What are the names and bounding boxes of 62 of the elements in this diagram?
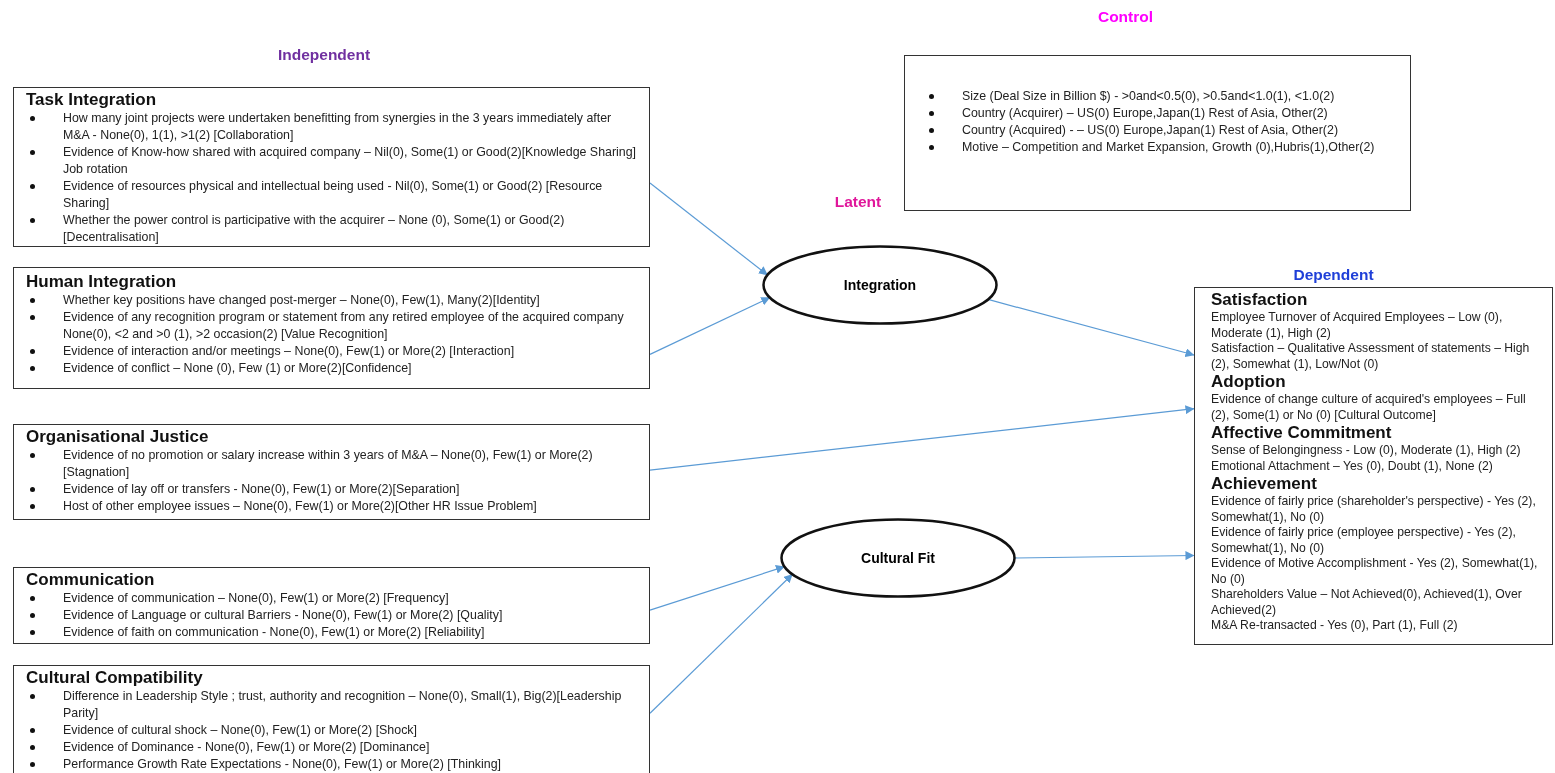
bullet-item: How many joint projects were undertaken benefitting from synergies in the 3 years immediately after M&A - None(0), 1(1), >1(2) [Collaboration] <box>26 110 639 144</box>
arrow <box>649 296 771 355</box>
criterion-text: Employee Turnover of Acquired Employees – Low (0), Moderate (1), High (2) <box>1211 310 1504 341</box>
section-label: Latent <box>834 193 882 211</box>
box-heading: Organisational Justice <box>26 427 210 447</box>
variable-box <box>13 267 650 389</box>
criterion-text: Evidence of change culture of acquired's employees – Full (2), Some(1) or No (0) [Cultural Outcome] <box>1211 392 1527 423</box>
bullet-item: Evidence of resources physical and intellectual being used - Nil(0), Some(1) or Good(2) [Resource Sharing] <box>26 178 639 212</box>
criterion-text: M&A Re-transacted - Yes (0), Part (1), Full (2) <box>1211 618 1459 634</box>
section-label: Independent <box>277 46 371 64</box>
bullet-item: Whether key positions have changed post-merger – None(0), Few(1), Many(2)[Identity] <box>26 292 639 309</box>
box-heading: Satisfaction <box>1211 290 1309 310</box>
bullet-item: Evidence of lay off or transfers - None(0), Few(1) or More(2)[Separation] <box>26 481 639 498</box>
arrow <box>649 182 769 276</box>
variable-box <box>13 87 650 247</box>
bullet-item: Evidence of no promotion or salary increase within 3 years of M&A – None(0), Few(1) or More(2)[Stagnation] <box>26 447 639 481</box>
bullet-item: Evidence of conflict – None (0), Few (1) or More(2)[Confidence] <box>26 360 639 377</box>
latent-variable-ellipse <box>762 245 998 325</box>
variable-box <box>13 424 650 520</box>
variable-box <box>13 567 650 644</box>
bullet-item: Evidence of communication – None(0), Few(1) or More(2) [Frequency] <box>26 590 639 607</box>
bullet-item: Evidence of interaction and/or meetings – None(0), Few(1) or More(2) [Interaction] <box>26 343 639 360</box>
bullet-item: Motive – Competition and Market Expansion, Growth (0),Hubris(1),Other(2) <box>925 139 1400 156</box>
arrow <box>649 565 786 611</box>
criterion-text: Emotional Attachment – Yes (0), Doubt (1), None (2) <box>1211 458 1494 474</box>
bullet-item: Evidence of Dominance - None(0), Few(1) or More(2) [Dominance] <box>26 739 639 756</box>
bullet-item: Country (Acquirer) – US(0) Europe,Japan(1) Rest of Asia, Other(2) <box>925 105 1400 122</box>
criterion-text: Satisfaction – Qualitative Assessment of statements – High (2), Somewhat (1), Low/Not (0) <box>1211 341 1531 372</box>
box-heading: Task Integration <box>26 90 158 110</box>
box-heading: Human Integration <box>26 272 178 292</box>
arrow <box>649 573 793 714</box>
bullet-item: Evidence of any recognition program or statement from any retired employee of the acquired company None(0), <2 and >0 (1), >2 occasion(2) [Value Recognition] <box>26 309 639 343</box>
variable-box <box>13 665 650 773</box>
box-heading: Adoption <box>1211 372 1287 392</box>
latent-variable-ellipse <box>780 518 1016 598</box>
box-heading: Affective Commitment <box>1211 423 1393 443</box>
arrow <box>649 405 1195 471</box>
criterion-text: Evidence of fairly price (employee perspective) - Yes (2), Somewhat(1), No (0) <box>1211 525 1517 556</box>
criterion-text: Shareholders Value – Not Achieved(0), Achieved(1), Over Achieved(2) <box>1211 587 1523 618</box>
bullet-item: Performance Growth Rate Expectations - None(0), Few(1) or More(2) [Thinking] <box>26 756 639 773</box>
bullet-item: Difference in Leadership Style ; trust, authority and recognition – None(0), Small(1), Big(2)[Leadership Parity] <box>26 688 639 722</box>
bullet-item: Evidence of cultural shock – None(0), Few(1) or More(2) [Shock] <box>26 722 639 739</box>
bullet-item: Evidence of faith on communication - None(0), Few(1) or More(2) [Reliability] <box>26 624 639 641</box>
criterion-text: Evidence of Motive Accomplishment - Yes (2), Somewhat(1), No (0) <box>1211 556 1539 587</box>
node-label: Integration <box>842 277 918 293</box>
node-label: Cultural Fit <box>860 550 936 566</box>
box-heading: Communication <box>26 570 156 590</box>
bullet-item: Country (Acquired) - – US(0) Europe,Japan(1) Rest of Asia, Other(2) <box>925 122 1400 139</box>
variable-box <box>904 55 1411 211</box>
variable-box <box>1194 287 1553 645</box>
arrow <box>987 298 1195 358</box>
section-label: Dependent <box>1293 266 1374 284</box>
criterion-text: Evidence of fairly price (shareholder's perspective) - Yes (2), Somewhat(1), No (0) <box>1211 494 1537 525</box>
bullet-item: Evidence of Know-how shared with acquired company – Nil(0), Some(1) or Good(2)[Knowledge Sharing] Job rotation <box>26 144 639 178</box>
section-label: Control <box>1097 8 1154 26</box>
box-heading: Cultural Compatibility <box>26 668 204 688</box>
bullet-item: Host of other employee issues – None(0), Few(1) or More(2)[Other HR Issue Problem] <box>26 498 639 515</box>
box-heading: Achievement <box>1211 474 1318 494</box>
criterion-text: Sense of Belongingness - Low (0), Moderate (1), High (2) <box>1211 443 1522 459</box>
bullet-item: Size (Deal Size in Billion $) - >0and<0.5(0), >0.5and<1.0(1), <1.0(2) <box>925 88 1400 105</box>
bullet-item: Whether the power control is participative with the acquirer – None (0), Some(1) or Good(2) [Decentralisation] <box>26 212 639 246</box>
bullet-item: Evidence of Language or cultural Barriers - None(0), Few(1) or More(2) [Quality] <box>26 607 639 624</box>
